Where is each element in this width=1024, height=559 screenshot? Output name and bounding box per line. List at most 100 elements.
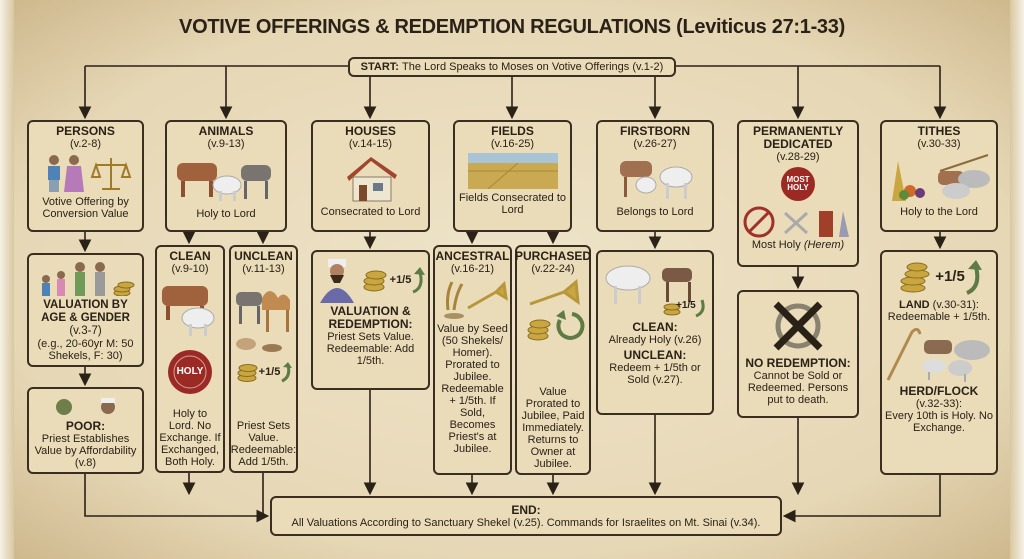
green-return-arrow-icon [965, 260, 982, 295]
no-redemption-title: NO REDEMPTION: [745, 356, 851, 370]
wheat-field-icon [467, 153, 558, 189]
persons-verse: (v.2-8) [70, 138, 101, 150]
firstborn-box: FIRSTBORN (v.26-27) Belongs to Lord [596, 120, 714, 232]
tithes-title: TITHES [917, 124, 961, 138]
fields-box: FIELDS (v.16-25) Fields Consecrated to L… [453, 120, 572, 232]
herd-title: HERD/FLOCK [899, 384, 979, 398]
houses-title: HOUSES [345, 124, 396, 138]
green-return-arrow-icon [412, 267, 426, 294]
ancestral-fields-box: ANCESTRAL (v.16-21) Value by Seed (50 Sh… [433, 245, 512, 475]
animals-box: ANIMALS (v.9-13) Holy to Lord [165, 120, 287, 232]
firstborn-plus-fifth: +1/5 [676, 300, 696, 311]
firstborn-clean-desc: Already Holy (v.26) [608, 334, 702, 346]
herd-desc: Every 10th is Holy. No Exchange. [884, 410, 993, 434]
unclean-redemption-icon: +1/5 [235, 361, 293, 383]
unclean-verse: (v.11-13) [242, 263, 285, 275]
ancestral-desc: Value by Seed (50 Shekels/ Homer). Prora… [437, 323, 508, 455]
produce-and-flock-icon [892, 154, 990, 201]
tithes-box: TITHES (v.30-33) Holy to the Lord [880, 120, 998, 232]
land-desc: Redeemable + 1/5th. [887, 311, 991, 323]
house-icon [346, 157, 397, 202]
green-return-arrow-icon [281, 362, 293, 383]
no-sale-scissors-herem-icon [743, 206, 849, 238]
houses-redemption-title: VALUATION & REDEMPTION: [328, 304, 413, 331]
firstborn-verse: (v.26-27) [633, 138, 677, 150]
coins-icon [900, 262, 930, 293]
firstborn-animals-icon [620, 161, 693, 199]
firstborn-title: FIRSTBORN [620, 124, 690, 138]
herd-verse: (v.32-33): [915, 398, 963, 410]
poor-and-priest-icon [55, 398, 115, 415]
houses-verse: (v.14-15) [348, 138, 393, 150]
purchased-title: PURCHASED [515, 249, 592, 263]
valuation-verse: (v.3-7) [69, 325, 102, 337]
tithes-desc: Holy to the Lord [900, 206, 978, 218]
staff-and-herd-icon [886, 327, 990, 382]
diagram-title: VOTIVE OFFERINGS & REDEMPTION REGULATION… [0, 16, 1024, 39]
unclean-desc: Priest Sets Value. Redeemable: Add 1/5th… [230, 420, 297, 468]
tithes-plus-fifth: +1/5 [935, 268, 965, 285]
tithes-detail-box: +1/5 LAND (v.30-31): Redeemable + 1/5th.… [880, 250, 998, 475]
dedicated-title: PERMANENTLY DEDICATED [753, 124, 844, 151]
poor-box: POOR: Priest Establishes Value by Afford… [27, 387, 144, 474]
clean-desc: Holy to Lord. No Exchange. If Exchanged,… [159, 408, 221, 468]
animals-title: ANIMALS [198, 124, 254, 138]
holy-seal-text: HOLY [176, 366, 204, 377]
start-box: START: The Lord Speaks to Moses on Votiv… [348, 57, 676, 77]
fields-desc: Fields Consecrated to Lord [459, 192, 566, 216]
valuation-desc: (e.g., 20-60yr M: 50 Shekels, F: 30) [37, 338, 134, 362]
land-redemption-illustration: +1/5 [895, 259, 983, 295]
ox-sheep-donkey-icon [177, 163, 271, 201]
dedicated-box: PERMANENTLY DEDICATED (v.28-29) MOST HOL… [737, 120, 859, 267]
purchased-desc: Value Prorated to Jubilee, Paid Immediat… [521, 386, 585, 470]
dedicated-desc: Most Holy [751, 239, 801, 251]
ancestral-title: ANCESTRAL [435, 249, 510, 263]
houses-redemption-box: +1/5 VALUATION & REDEMPTION: Priest Sets… [311, 250, 430, 390]
valuation-title: VALUATION BY AGE & GENDER [41, 299, 130, 324]
start-label: START: [360, 61, 399, 73]
clean-animals-box: CLEAN (v.9-10) HOLY Holy to Lord. No Exc… [155, 245, 225, 473]
sheep-donkey-coins-icon [605, 265, 705, 318]
animals-verse: (v.9-13) [207, 138, 245, 150]
persons-box: PERSONS (v.2-8) Votive Offering by Conve… [27, 120, 144, 232]
no-redemption-desc: Cannot be Sold or Redeemed. Persons put … [747, 370, 849, 406]
priest-icon [319, 259, 354, 303]
ox-and-sheep-icon [162, 286, 215, 336]
title-reference: (Leviticus 27:1-33) [676, 16, 845, 38]
houses-box: HOUSES (v.14-15) Consecrated to Lord [311, 120, 430, 232]
firstborn-clean-title: CLEAN: [632, 320, 678, 334]
unclean-title: UNCLEAN [234, 249, 293, 263]
purchased-verse: (v.22-24) [531, 263, 575, 275]
firstborn-detail-box: +1/5 CLEAN: Already Holy (v.26) UNCLEAN:… [596, 250, 714, 415]
firstborn-desc: Belongs to Lord [616, 206, 694, 218]
animals-desc: Holy to Lord [196, 208, 256, 220]
donkey-camel-icon [235, 291, 290, 352]
holy-seal-icon: HOLY [167, 349, 213, 395]
persons-title: PERSONS [56, 124, 115, 138]
dedicated-verse: (v.28-29) [776, 151, 820, 163]
clean-verse: (v.9-10) [171, 263, 209, 275]
dedicated-herem: (Herem) [803, 239, 845, 251]
no-redemption-x-icon [773, 301, 823, 351]
seed-and-trumpet-icon [443, 280, 508, 319]
poor-desc: Priest Establishes Value by Affordabilit… [34, 433, 137, 469]
ancestral-verse: (v.16-21) [450, 263, 495, 275]
end-text: All Valuations According to Sanctuary Sh… [291, 516, 761, 529]
trumpet-coins-return-icon [527, 279, 585, 341]
most-holy-seal-icon: MOST HOLY [780, 166, 816, 202]
family-and-coins-icon [41, 262, 134, 296]
start-text: The Lord Speaks to Moses on Votive Offer… [402, 61, 664, 73]
end-box: END: All Valuations According to Sanctua… [270, 496, 782, 536]
coins-icon [363, 270, 387, 292]
poor-title: POOR: [65, 419, 106, 433]
priest-coins-illustration: +1/5 [316, 257, 426, 303]
clean-title: CLEAN [169, 249, 211, 263]
houses-plus-fifth: +1/5 [389, 274, 412, 286]
purchased-fields-box: PURCHASED (v.22-24) Value Prorated to Ju… [515, 245, 591, 475]
coins-icon [237, 364, 258, 382]
firstborn-unclean-desc: Redeem + 1/5th or Sold (v.27). [609, 362, 701, 386]
parchment-edge-left [0, 0, 14, 559]
houses-desc: Consecrated to Lord [320, 206, 421, 218]
